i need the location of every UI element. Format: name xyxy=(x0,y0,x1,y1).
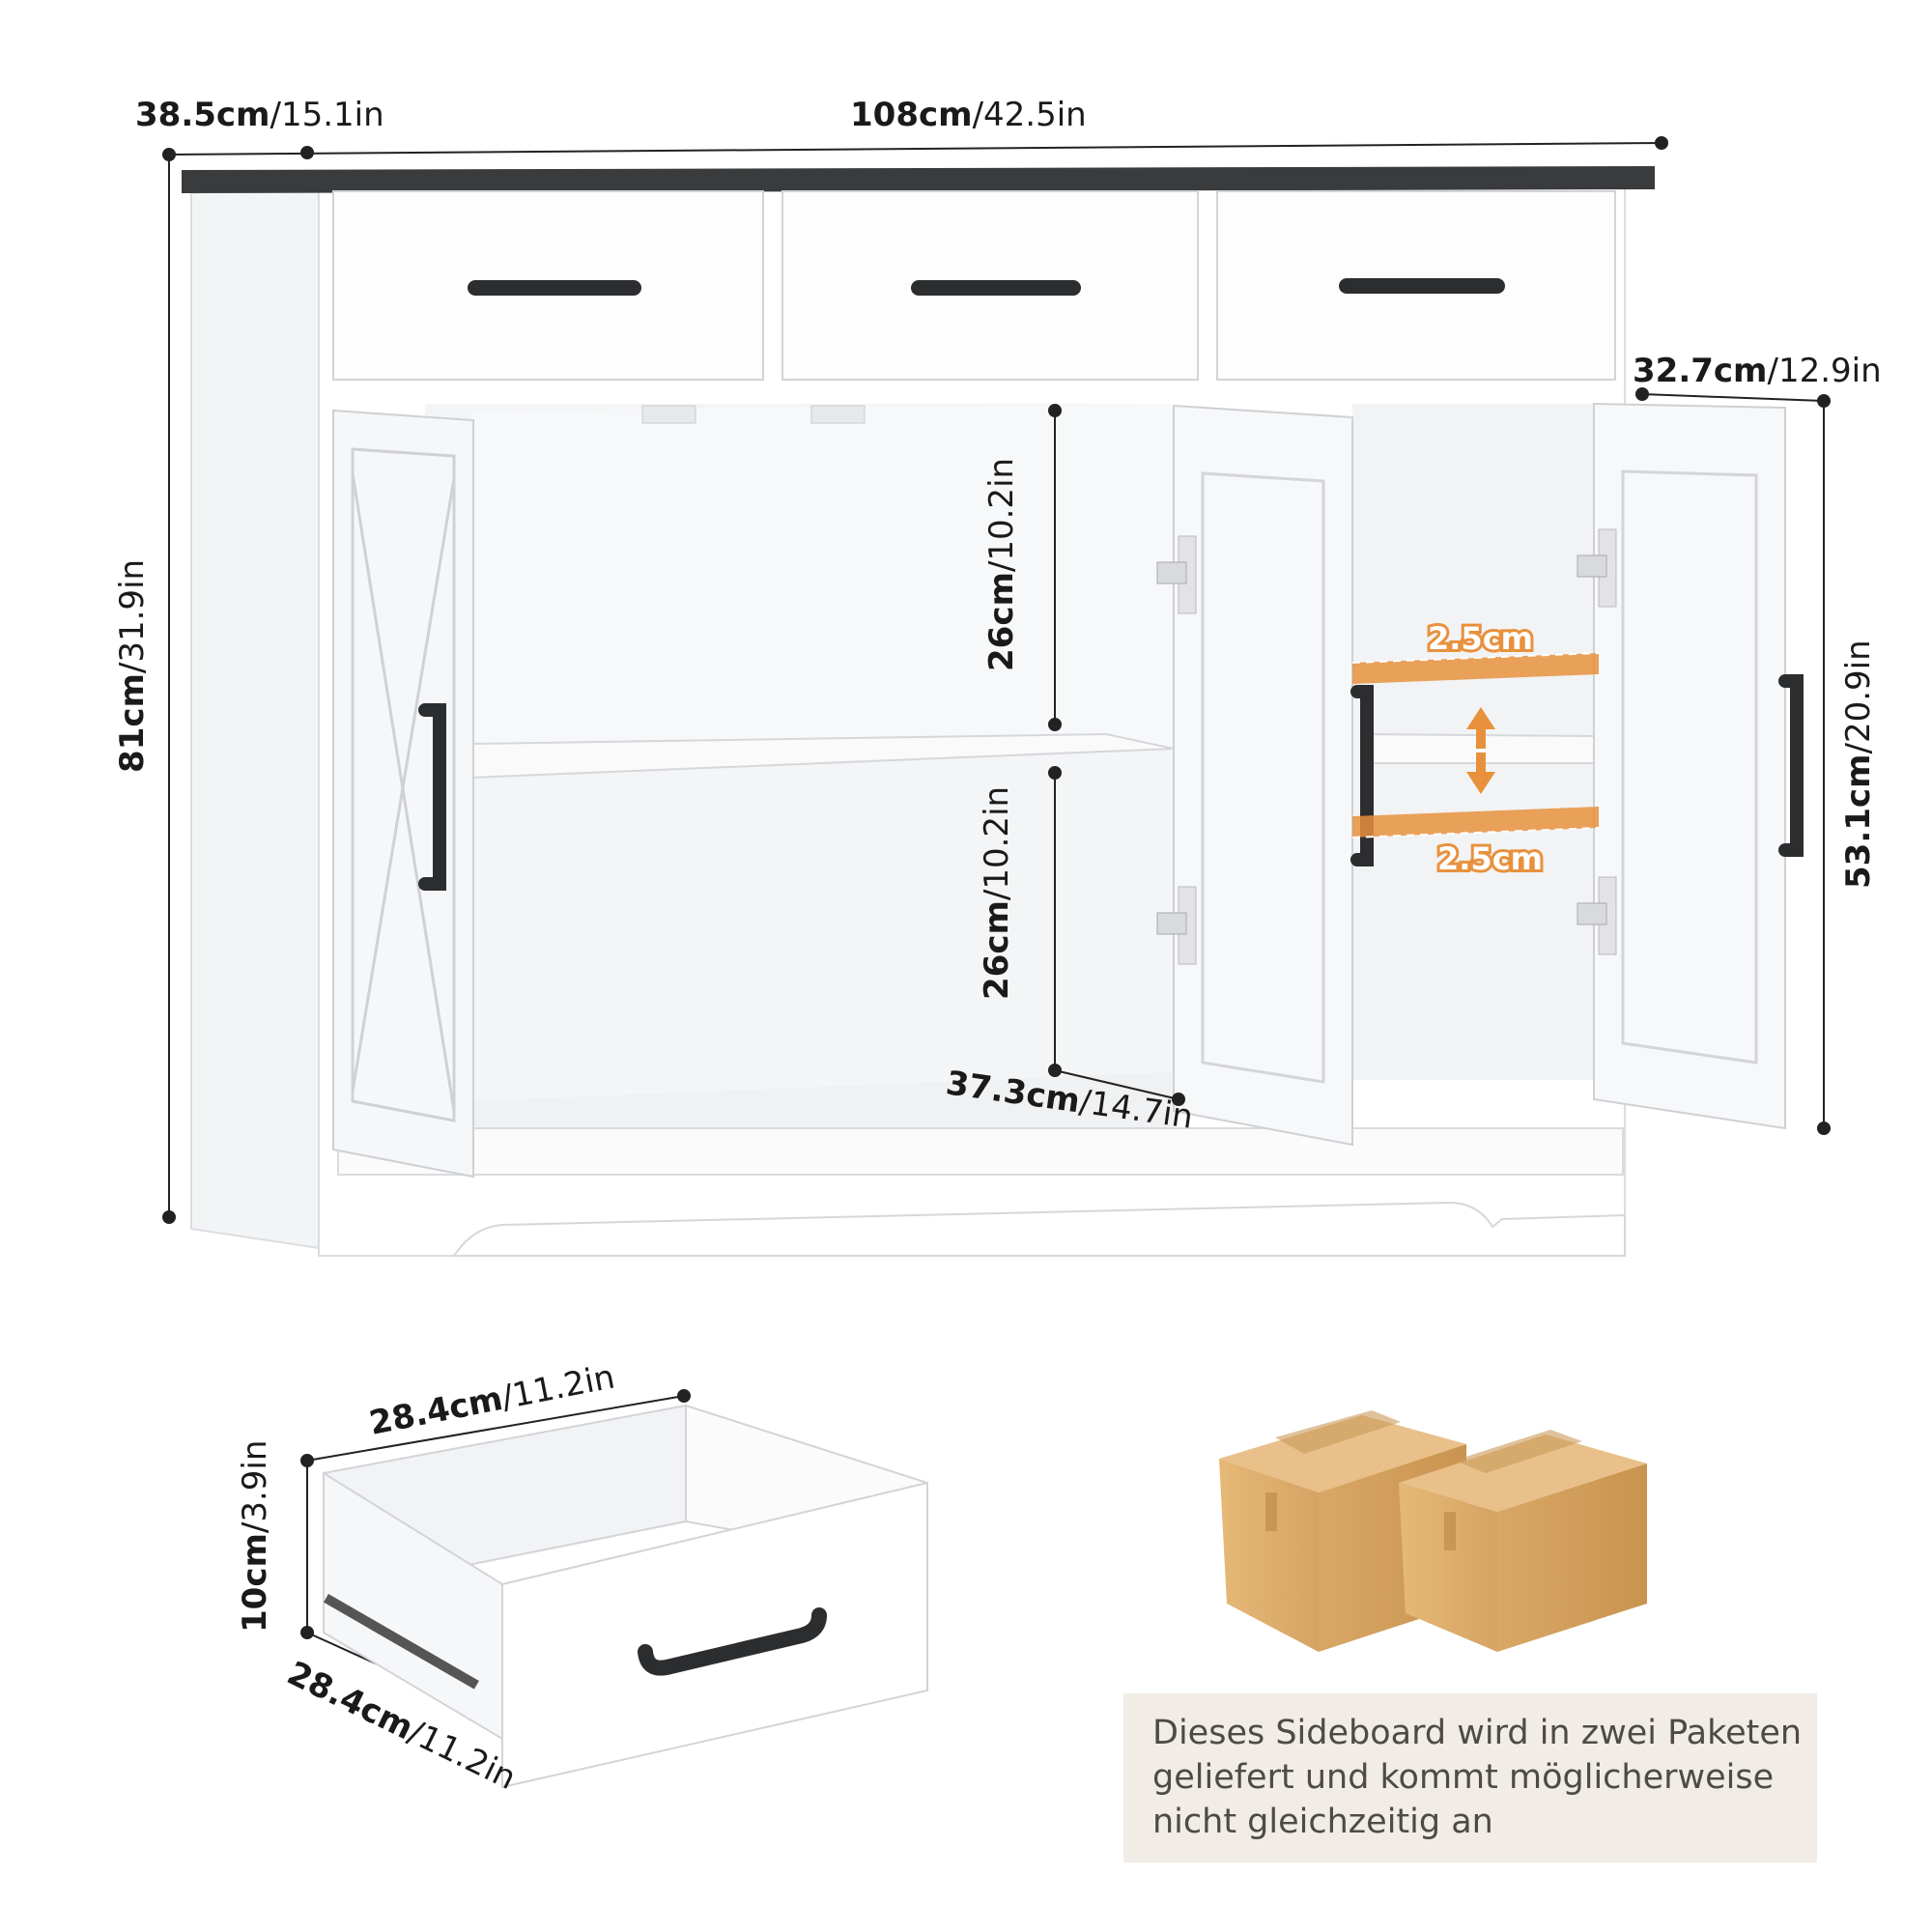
depth-imperial: /15.1in xyxy=(270,96,384,134)
package-icon xyxy=(1399,1430,1647,1652)
shelf-adjust-down-label: 2.5cm xyxy=(1437,840,1543,877)
svg-text:32.7cm/12.9in: 32.7cm/12.9in xyxy=(1633,352,1882,390)
depth-metric: 38.5cm xyxy=(135,96,270,134)
height-imperial: /31.9in xyxy=(113,559,152,673)
inner-depth-metric: 32.7cm xyxy=(1633,352,1767,390)
drawer-height-metric: 10cm xyxy=(236,1533,274,1633)
sideboard xyxy=(182,166,1804,1257)
inner-height-imperial: /20.9in xyxy=(1839,639,1878,753)
svg-text:38.5cm/15.1in: 38.5cm/15.1in xyxy=(135,96,384,134)
svg-text:10cm/3.9in: 10cm/3.9in xyxy=(236,1440,274,1633)
svg-text:26cm/10.2in: 26cm/10.2in xyxy=(982,458,1021,671)
arrow-up-icon xyxy=(1466,707,1495,749)
width-imperial: /42.5in xyxy=(973,96,1087,134)
drawer-width-metric: 28.4cm xyxy=(366,1379,506,1443)
notice-line: geliefert und kommt möglicherweise xyxy=(1152,1758,1775,1797)
door-right[interactable] xyxy=(1593,402,1786,1130)
inner-height-metric: 53.1cm xyxy=(1839,754,1878,889)
width-metric: 108cm xyxy=(850,96,973,134)
shelf-adjust-up-label: 2.5cm xyxy=(1428,620,1533,657)
drawer-handle[interactable] xyxy=(911,280,1081,296)
shelf-lower-imperial: /10.2in xyxy=(978,786,1016,900)
drawer-handle[interactable] xyxy=(1339,278,1505,294)
notice-line: Dieses Sideboard wird in zwei Paketen xyxy=(1152,1714,1803,1752)
svg-text:26cm/10.2in: 26cm/10.2in xyxy=(978,786,1016,1000)
shelf-upper-metric: 26cm xyxy=(982,572,1021,671)
drawer-height-imperial: /3.9in xyxy=(236,1440,274,1534)
delivery-notice: Dieses Sideboard wird in zwei Paketen ge… xyxy=(1123,1693,1817,1862)
inner-depth-imperial: /12.9in xyxy=(1767,352,1881,390)
notice-line: nicht gleichzeitig an xyxy=(1152,1803,1493,1841)
door-center-left[interactable] xyxy=(1173,404,1353,1147)
drawer-width-imperial: /11.2in xyxy=(498,1357,618,1417)
door-handle[interactable] xyxy=(418,703,446,891)
shelf-upper-imperial: /10.2in xyxy=(982,458,1021,572)
svg-text:108cm/42.5in: 108cm/42.5in xyxy=(850,96,1087,134)
shelf-lower-metric: 26cm xyxy=(978,900,1016,1000)
dimension-lines xyxy=(162,136,1831,1724)
drawer-front xyxy=(501,1481,928,1789)
arrow-down-icon xyxy=(1466,753,1495,794)
drawer-handle[interactable] xyxy=(468,280,641,296)
svg-text:81cm/31.9in: 81cm/31.9in xyxy=(113,559,152,773)
svg-text:53.1cm/20.9in: 53.1cm/20.9in xyxy=(1839,639,1878,889)
drawer-detail xyxy=(323,1404,928,1789)
height-metric: 81cm xyxy=(113,673,152,773)
countertop xyxy=(182,166,1655,193)
door-handle[interactable] xyxy=(1350,685,1374,867)
door-handle[interactable] xyxy=(1778,674,1804,857)
drawer-handle-detail xyxy=(638,1607,827,1676)
